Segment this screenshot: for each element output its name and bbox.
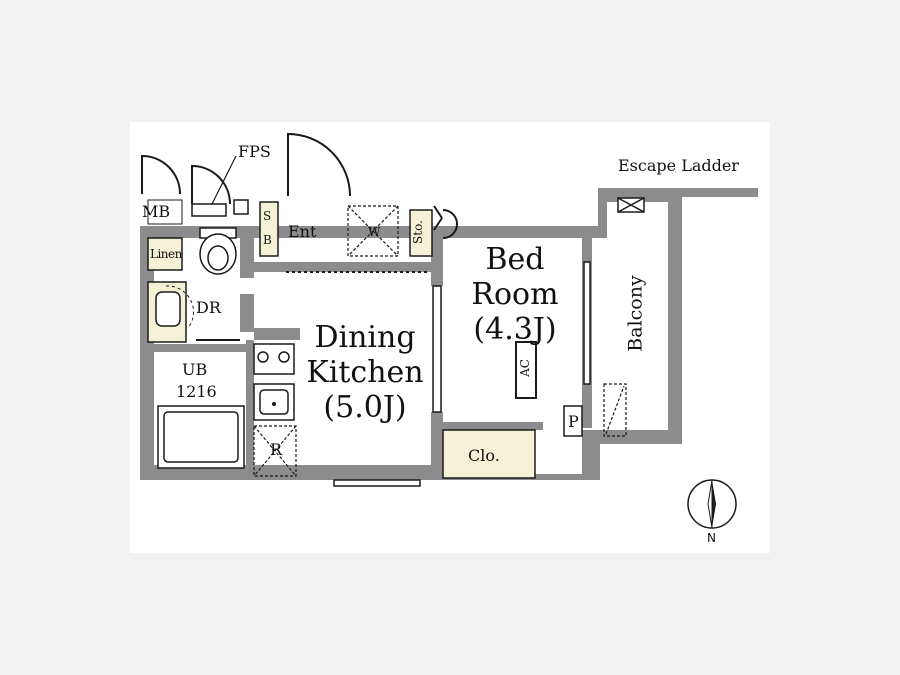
pipe-space-box bbox=[563, 405, 583, 437]
door-fps bbox=[191, 164, 231, 205]
balcony-label: Balcony bbox=[624, 275, 647, 352]
window-bedroom-balcony bbox=[583, 261, 591, 385]
washbasin bbox=[147, 281, 195, 343]
wall-dr-right bbox=[240, 294, 254, 332]
dining-kitchen-line1: Dining bbox=[314, 320, 416, 355]
wall-dk-top bbox=[254, 328, 300, 340]
shoe-box-label-s: S bbox=[263, 209, 272, 223]
floor-plan-sheet: FPS MB Escape Ladder S B Ent W Sto. Line… bbox=[130, 122, 770, 553]
dining-kitchen-label: Dining Kitchen (5.0J) bbox=[300, 320, 430, 425]
wall-dk-bedroom-lower bbox=[431, 412, 443, 474]
refrigerator-label: R bbox=[270, 440, 283, 459]
washer-space bbox=[347, 205, 399, 257]
fps-leader-line bbox=[211, 155, 237, 205]
escape-ladder-hatch-icon bbox=[617, 197, 645, 213]
door-mb-left bbox=[141, 154, 181, 195]
pipe-space-label: P bbox=[568, 412, 579, 431]
bedroom-label: Bed Room (4.3J) bbox=[460, 242, 570, 347]
shoe-box bbox=[259, 201, 279, 257]
window-dk-left bbox=[432, 285, 442, 413]
storage-box bbox=[409, 209, 433, 257]
unit-bath-label-line2: 1216 bbox=[176, 382, 217, 401]
bedroom-line1: Bed bbox=[485, 242, 545, 277]
air-conditioner-label: AC bbox=[517, 359, 532, 377]
wall-toilet-right bbox=[240, 238, 254, 278]
mb-label: MB bbox=[142, 202, 171, 221]
wall-dk-entrance bbox=[254, 262, 434, 272]
ac-box bbox=[515, 341, 537, 399]
entrance-label: Ent bbox=[288, 222, 317, 241]
unit-bath-label-line1: UB bbox=[182, 360, 208, 379]
wall-kitchen-left bbox=[246, 340, 254, 465]
closet-box bbox=[442, 429, 536, 479]
mb-box bbox=[147, 199, 183, 225]
sink-icon bbox=[253, 383, 295, 421]
washer-label: W bbox=[368, 225, 381, 239]
doors bbox=[141, 132, 459, 341]
bedroom-line3: (4.3J) bbox=[473, 312, 557, 347]
balcony-hatch bbox=[603, 383, 627, 437]
fps-label: FPS bbox=[238, 142, 271, 161]
windows bbox=[333, 261, 591, 487]
toilet-icon bbox=[199, 227, 237, 275]
refrigerator-space bbox=[253, 425, 297, 477]
wall-ub-top bbox=[154, 344, 246, 352]
window-dk-bottom bbox=[333, 479, 421, 487]
door-storage bbox=[433, 205, 443, 231]
bedroom-line2: Room bbox=[471, 277, 559, 312]
bathtub-icon bbox=[157, 405, 245, 469]
compass-north-label: N bbox=[707, 531, 716, 545]
meter-box bbox=[233, 199, 249, 215]
linen-cabinet bbox=[147, 237, 183, 271]
dining-kitchen-line2: Kitchen bbox=[306, 355, 424, 390]
closet-label: Clo. bbox=[468, 446, 500, 465]
storage-label: Sto. bbox=[410, 220, 425, 244]
north-arrow-icon bbox=[687, 479, 737, 529]
wall-dk-bedroom-upper bbox=[431, 226, 443, 286]
escape-ladder-wall bbox=[598, 188, 758, 197]
door-entrance bbox=[287, 132, 351, 197]
linen-label: Linen bbox=[150, 247, 182, 261]
stove-icon bbox=[253, 343, 295, 375]
dining-kitchen-line3: (5.0J) bbox=[323, 390, 407, 425]
wall-closet-top bbox=[443, 422, 543, 430]
escape-ladder-label: Escape Ladder bbox=[618, 156, 739, 175]
dressing-room-label: DR bbox=[196, 298, 221, 317]
door-storage-arc bbox=[442, 209, 459, 239]
shoe-box-label-b: B bbox=[263, 233, 272, 247]
fps-box bbox=[191, 203, 227, 217]
floor-plan-drawing bbox=[140, 132, 758, 529]
